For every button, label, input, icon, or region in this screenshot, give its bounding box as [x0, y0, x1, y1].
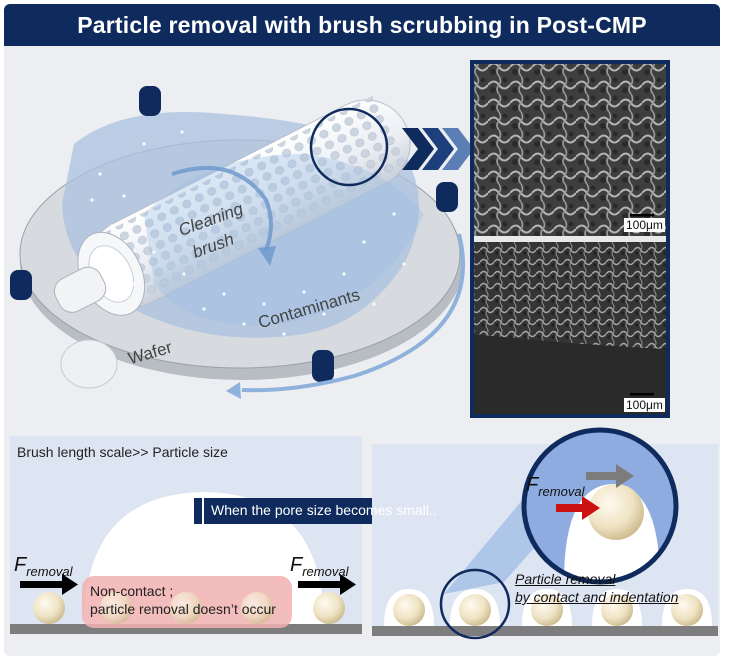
cleaning-brush	[53, 95, 411, 316]
wafer-illustration	[10, 86, 474, 399]
particle-right-2	[459, 594, 491, 626]
particle-right-1	[393, 594, 425, 626]
particle-right-4	[601, 594, 633, 626]
scale-label-bottom: 100μm	[624, 398, 665, 412]
zoom-arrow-red-shaft	[556, 504, 584, 512]
particle-removal-line-1: Particle removal	[515, 571, 616, 587]
noncontact-line-2: particle removal doesn’t occur	[90, 601, 276, 617]
zoom-circle	[521, 427, 679, 585]
sem-cross-section	[474, 334, 666, 414]
scale-bar-top	[630, 214, 654, 217]
wafer-holder-bottom	[312, 350, 334, 382]
wafer-holder-right	[436, 182, 458, 212]
particle-right-5	[671, 594, 703, 626]
particle-right-3	[531, 594, 563, 626]
brush-length-label: Brush length scale>> Particle size	[17, 444, 228, 460]
contaminant-dots	[90, 130, 406, 336]
force-label-right: Fremoval	[290, 554, 349, 579]
force-label-left: Fremoval	[14, 554, 73, 579]
substrate-right	[372, 626, 718, 636]
force-arrow-left-head	[62, 574, 78, 595]
small-focus-circle	[439, 568, 511, 640]
brush-rotation-arrowhead	[258, 246, 276, 266]
brush-liquid-overlay	[144, 154, 424, 326]
zoom-particle	[588, 484, 644, 540]
sem-divider	[474, 236, 666, 242]
force-label-zoom: Fremoval	[526, 474, 585, 499]
pore-size-arrow-label: When the pore size becomes small..	[211, 502, 437, 518]
particle-left-5	[313, 592, 345, 624]
scale-label-top: 100μm	[624, 218, 665, 232]
particle-removal-line-2: by contact and indentation	[515, 589, 679, 605]
zoom-arrow-gray-shaft	[586, 472, 618, 480]
wafer-rotation-arrow	[241, 233, 465, 393]
particle-left-4	[241, 592, 273, 624]
particle-left-2	[100, 592, 132, 624]
brush-rotation-arrow	[171, 166, 273, 251]
wafer-holder-left	[10, 270, 32, 300]
zoom-chevrons	[402, 128, 474, 170]
noncontact-line-1: Non-contact ;	[90, 583, 174, 599]
scale-bar-bottom	[630, 393, 654, 396]
particle-left-1	[33, 592, 65, 624]
sem-image-top	[474, 64, 666, 236]
right-bottom-panel	[372, 427, 718, 640]
wafer-holder-top	[139, 86, 161, 116]
substrate-left	[10, 624, 362, 634]
particle-removal-label: Particle removal by contact and indentat…	[515, 570, 678, 606]
figure-title: Particle removal with brush scrubbing in…	[4, 4, 720, 46]
diagram-canvas	[10, 60, 718, 640]
brush-magnifier-circle	[309, 107, 389, 187]
sem-images	[470, 60, 670, 418]
force-arrow-right-shaft	[298, 581, 342, 588]
ghost-brush-end	[60, 339, 118, 389]
force-arrow-right-head	[340, 574, 356, 595]
noncontact-label: Non-contact ; particle removal doesn’t o…	[90, 582, 276, 618]
left-bottom-panel	[10, 436, 362, 634]
wafer-rotation-arrowhead	[226, 382, 241, 399]
figure-panel: Particle removal with brush scrubbing in…	[4, 4, 720, 656]
zoom-arrow-red-head	[582, 496, 600, 520]
force-arrow-left-shaft	[20, 581, 64, 588]
particle-left-3	[170, 592, 202, 624]
zoom-arrow-gray-head	[616, 464, 634, 488]
